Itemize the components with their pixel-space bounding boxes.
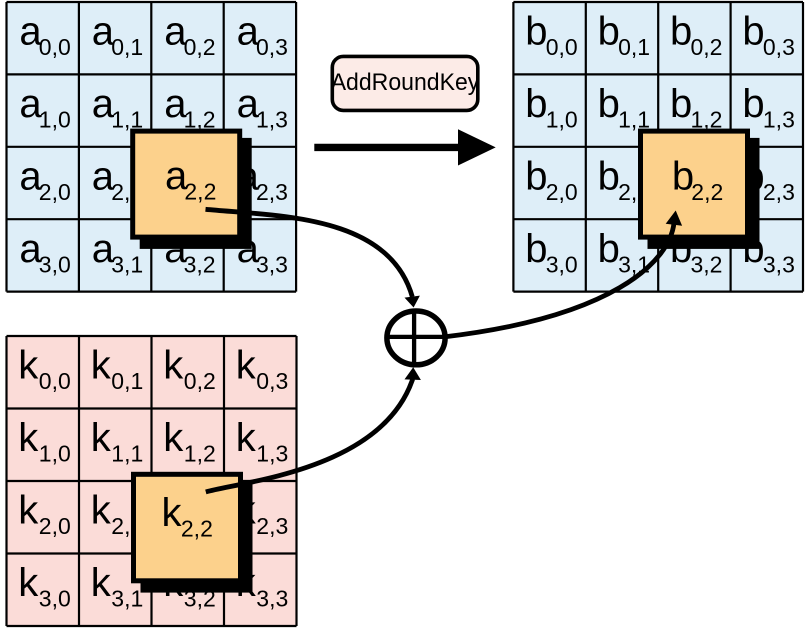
svg-text:b: b — [598, 10, 620, 54]
svg-text:0,3: 0,3 — [763, 34, 795, 60]
svg-text:a: a — [237, 82, 260, 126]
svg-text:a: a — [19, 82, 42, 126]
svg-text:b: b — [525, 82, 547, 126]
svg-text:2,2: 2,2 — [691, 179, 723, 205]
svg-text:k: k — [18, 489, 39, 533]
svg-text:3,0: 3,0 — [39, 251, 71, 277]
svg-text:k: k — [18, 561, 39, 605]
svg-text:0,0: 0,0 — [546, 34, 578, 60]
svg-text:b: b — [525, 10, 547, 54]
svg-text:3,1: 3,1 — [111, 251, 143, 277]
svg-text:k: k — [91, 344, 112, 388]
svg-text:k: k — [162, 491, 183, 535]
svg-text:a: a — [92, 154, 115, 198]
svg-text:1,2: 1,2 — [184, 107, 216, 133]
svg-text:a: a — [237, 10, 260, 54]
svg-text:a: a — [19, 227, 42, 271]
svg-text:k: k — [236, 416, 257, 460]
svg-text:k: k — [91, 561, 112, 605]
svg-text:k: k — [236, 344, 257, 388]
svg-text:2,0: 2,0 — [546, 179, 578, 205]
svg-text:2,2: 2,2 — [181, 516, 213, 542]
svg-text:1,1: 1,1 — [111, 441, 143, 467]
svg-text:3,0: 3,0 — [546, 251, 578, 277]
svg-text:0,0: 0,0 — [39, 34, 71, 60]
svg-text:a: a — [92, 227, 115, 271]
svg-text:k: k — [163, 344, 184, 388]
svg-text:a: a — [19, 10, 42, 54]
svg-text:1,1: 1,1 — [111, 107, 143, 133]
svg-text:3,3: 3,3 — [256, 586, 288, 612]
svg-text:1,3: 1,3 — [763, 107, 795, 133]
svg-text:a: a — [164, 10, 187, 54]
svg-text:2,2: 2,2 — [184, 179, 216, 205]
svg-text:1,2: 1,2 — [691, 107, 723, 133]
svg-text:0,1: 0,1 — [618, 34, 650, 60]
svg-text:k: k — [163, 416, 184, 460]
svg-text:a: a — [92, 82, 115, 126]
svg-text:0,3: 0,3 — [256, 368, 288, 394]
svg-text:3,3: 3,3 — [763, 251, 795, 277]
svg-text:AddRoundKey: AddRoundKey — [331, 69, 480, 96]
svg-text:b: b — [742, 10, 764, 54]
svg-text:2,0: 2,0 — [39, 179, 71, 205]
svg-text:a: a — [92, 10, 115, 54]
svg-text:b: b — [672, 154, 694, 198]
svg-text:0,2: 0,2 — [184, 34, 216, 60]
svg-text:b: b — [742, 82, 764, 126]
svg-text:a: a — [164, 82, 187, 126]
svg-text:a: a — [19, 154, 42, 198]
svg-text:0,2: 0,2 — [184, 368, 216, 394]
svg-text:3,1: 3,1 — [618, 251, 650, 277]
svg-text:3,0: 3,0 — [39, 586, 71, 612]
svg-text:2,3: 2,3 — [256, 179, 288, 205]
svg-text:b: b — [525, 227, 547, 271]
svg-text:k: k — [91, 489, 112, 533]
svg-text:k: k — [18, 344, 39, 388]
svg-text:0,1: 0,1 — [111, 34, 143, 60]
svg-text:k: k — [91, 416, 112, 460]
svg-text:2,3: 2,3 — [256, 513, 288, 539]
svg-text:0,1: 0,1 — [111, 368, 143, 394]
svg-text:k: k — [18, 416, 39, 460]
svg-text:1,3: 1,3 — [256, 107, 288, 133]
svg-text:1,0: 1,0 — [546, 107, 578, 133]
svg-text:1,3: 1,3 — [256, 441, 288, 467]
svg-text:1,0: 1,0 — [39, 107, 71, 133]
svg-text:1,2: 1,2 — [184, 441, 216, 467]
svg-text:0,0: 0,0 — [39, 368, 71, 394]
svg-text:b: b — [598, 154, 620, 198]
svg-text:3,2: 3,2 — [691, 251, 723, 277]
svg-text:a: a — [165, 154, 188, 198]
svg-text:1,0: 1,0 — [39, 441, 71, 467]
svg-text:0,3: 0,3 — [256, 34, 288, 60]
svg-text:b: b — [525, 154, 547, 198]
svg-text:b: b — [670, 10, 692, 54]
svg-text:b: b — [598, 227, 620, 271]
svg-text:b: b — [598, 82, 620, 126]
svg-text:3,2: 3,2 — [184, 251, 216, 277]
svg-text:2,3: 2,3 — [763, 179, 795, 205]
svg-text:1,1: 1,1 — [618, 107, 650, 133]
svg-text:3,3: 3,3 — [256, 251, 288, 277]
svg-text:2,0: 2,0 — [39, 513, 71, 539]
svg-text:3,1: 3,1 — [111, 586, 143, 612]
svg-text:0,2: 0,2 — [691, 34, 723, 60]
svg-text:b: b — [670, 82, 692, 126]
